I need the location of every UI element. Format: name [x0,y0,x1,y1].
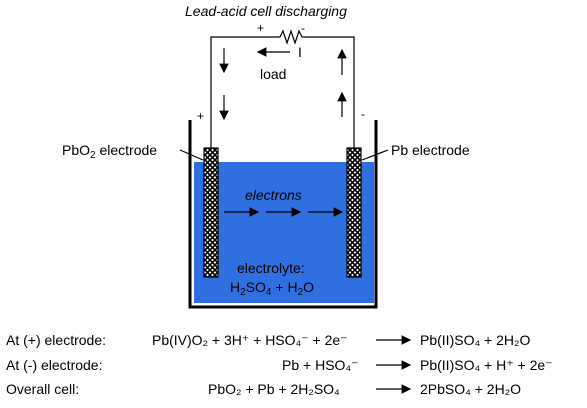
pbo2-label-sub: 2 [90,150,96,161]
electrolyte-liquid [194,162,374,303]
positive-electrode-pbo2 [203,147,219,278]
diagram-title: Lead-acid cell discharging [185,3,347,19]
external-circuit-wire [210,36,355,148]
formula-o: O [303,279,315,295]
formula-so: SO [245,279,266,295]
formula-h-sub: 2 [240,287,246,298]
neg-electrode-label: At (-) electrode: [6,357,103,373]
pbo2-leader-line [179,149,204,161]
pbo2-label-rest: electrode [95,142,158,158]
pos-electrode-label: At (+) electrode: [6,332,106,348]
pos-products: Pb(II)SO₄ + 2H₂O [420,332,531,348]
current-label: I [298,44,302,60]
neg-reactants: Pb + HSO₄⁻ [282,357,359,373]
load-resistor [279,29,303,45]
electrolyte-label: electrolyte: [237,260,305,276]
load-label: load [260,66,287,82]
formula-so-sub: 4 [265,287,272,298]
overall-reactants: PbO₂ + Pb + 2H₂SO₄ [208,381,340,397]
formula-h: H [230,279,241,295]
neg-products: Pb(II)SO₄ + H⁺ + 2e⁻ [420,357,553,373]
right-terminal-sign: - [361,107,365,121]
electrolyte-formula: H2SO4 + H2O [230,279,314,301]
load-minus-sign: - [301,21,305,35]
formula-plus-h: + H [271,279,298,295]
pb-electrode-label: Pb electrode [391,142,470,158]
overall-products: 2PbSO₄ + 2H₂O [420,381,522,397]
negative-electrode-pb [346,147,362,278]
pbo2-electrode-label: PbO2 electrode [62,142,157,164]
beaker [188,120,378,309]
pb-leader-line [361,149,389,161]
load-plus-sign: + [257,21,265,35]
formula-h2o-sub: 2 [297,287,304,298]
pbo2-label-main: PbO [62,142,91,158]
pos-reactants: Pb(IV)O₂ + 3H⁺ + HSO₄⁻ + 2e⁻ [152,332,348,348]
left-terminal-sign: + [197,109,205,123]
overall-cell-label: Overall cell: [6,381,80,397]
electrons-label: electrons [245,187,302,203]
